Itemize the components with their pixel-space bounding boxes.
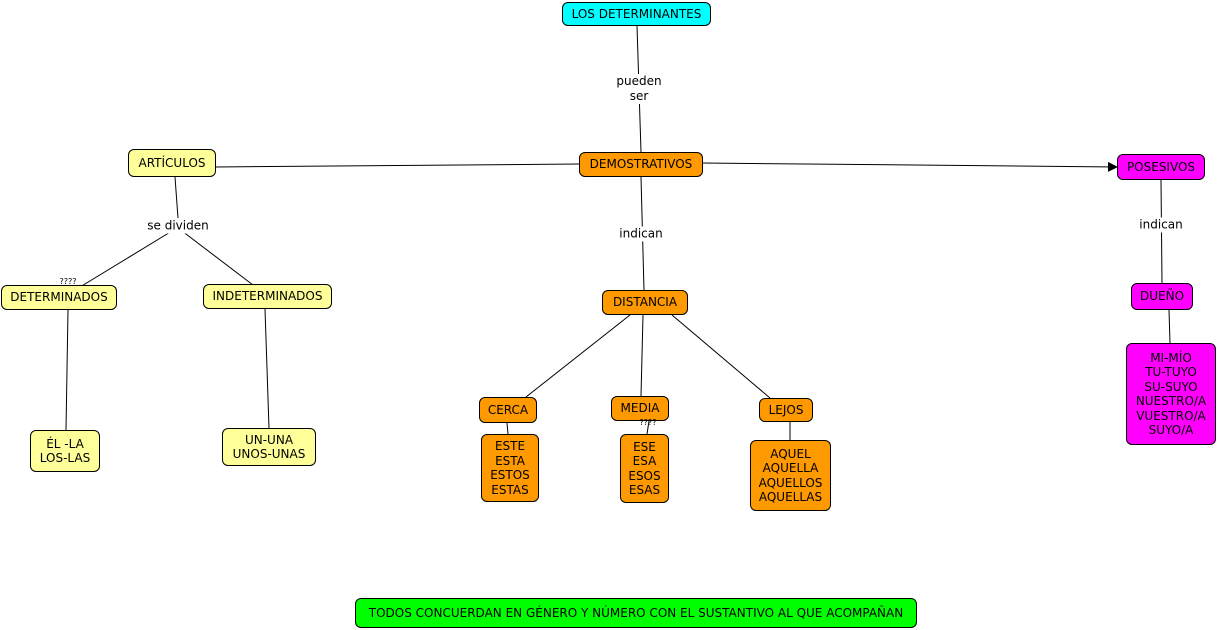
concept-dueno[interactable]: DUEÑO <box>1131 283 1193 310</box>
link-indeterminados-un-una <box>264 308 270 429</box>
concept-este-esta-estos-estas[interactable]: ESTE ESTA ESTOS ESTAS <box>481 434 539 502</box>
concept-determinados[interactable]: DETERMINADOS <box>1 285 117 310</box>
concept-articulos[interactable]: ARTÍCULOS <box>128 149 216 177</box>
link-media-ese <box>646 420 650 435</box>
concept-demostrativos[interactable]: DEMOSTRATIVOS <box>579 152 703 177</box>
concept-un-una-unos-unas[interactable]: UN-UNA UNOS-UNAS <box>222 428 316 466</box>
concept-los-determinantes[interactable]: LOS DETERMINANTES <box>562 2 711 26</box>
link-determinados-el-la <box>65 309 69 431</box>
link-label-se-dividen: se dividen <box>145 218 211 234</box>
concept-indeterminados[interactable]: INDETERMINADOS <box>203 284 332 309</box>
link-label-pueden-ser: pueden ser <box>614 74 664 104</box>
concept-el-la-los-las[interactable]: ÉL -LA LOS-LAS <box>30 430 100 472</box>
link-label-determinados <box>79 230 173 288</box>
link-marker-media: ???? <box>639 418 657 427</box>
link-demostrativos-posesivos <box>701 161 1118 172</box>
concept-distancia[interactable]: DISTANCIA <box>602 290 688 315</box>
link-dueno-mi-mio <box>1168 309 1171 344</box>
concept-footer-concordancia[interactable]: TODOS CONCUERDAN EN GÉNERO Y NÚMERO CON … <box>355 598 917 628</box>
concept-cerca[interactable]: CERCA <box>479 397 537 423</box>
concept-media[interactable]: MEDIA <box>611 396 669 421</box>
concept-ese-esa-esos-esas[interactable]: ESE ESA ESOS ESAS <box>620 434 669 503</box>
link-distancia-media <box>640 314 644 397</box>
concept-mi-mio-list[interactable]: MI-MÍO TU-TUYO SU-SUYO NUESTRO/A VUESTRO… <box>1126 343 1216 445</box>
link-label-indeterminados <box>181 230 254 286</box>
link-demostrativos-articulos <box>214 163 581 168</box>
concept-posesivos[interactable]: POSESIVOS <box>1117 154 1205 180</box>
concept-aquel-aquella-aquellos-aquellas[interactable]: AQUEL AQUELLA AQUELLOS AQUELLAS <box>750 440 831 511</box>
link-articulos-label <box>174 176 179 219</box>
link-label-indican-distancia: indican <box>617 226 665 242</box>
link-marker-determinados: ???? <box>59 277 77 286</box>
link-distancia-lejos <box>671 314 771 399</box>
link-cerca-este <box>506 422 509 435</box>
concept-lejos[interactable]: LEJOS <box>759 398 813 422</box>
link-label-indican-dueno: indican <box>1137 217 1185 233</box>
link-distancia-cerca <box>525 314 631 398</box>
